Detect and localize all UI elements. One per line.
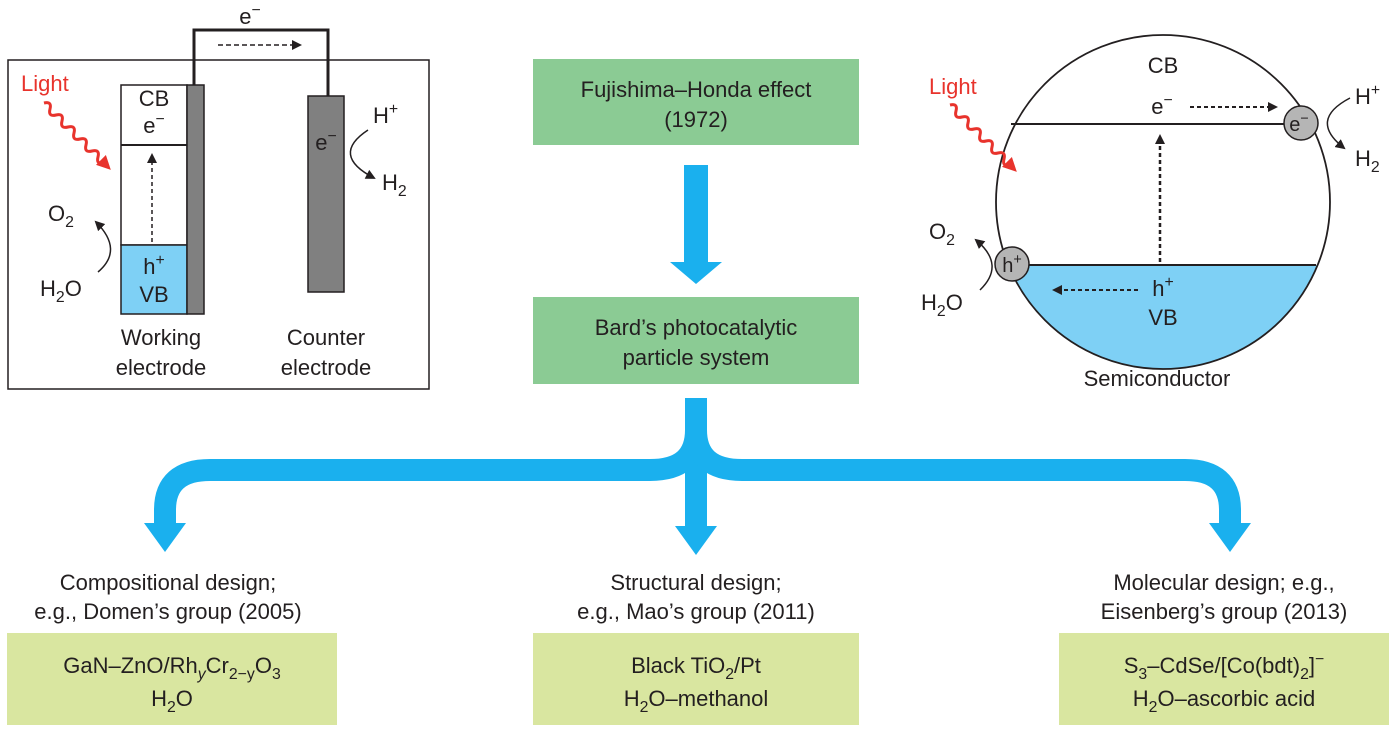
molecular-solvent: H2O–ascorbic acid — [1133, 686, 1315, 716]
left-panel-frame — [7, 59, 430, 390]
branch-right-head — [1209, 523, 1251, 552]
photoelectrochemical-cell: e− CB e− h+ VB Light O2 H2O e− H+ H2 Wor… — [7, 2, 430, 390]
left-h2-label: H2 — [382, 170, 407, 200]
right-hplus-label: H+ — [1355, 82, 1380, 109]
molecular-formula: S3–CdSe/[Co(bdt)2]− — [1124, 651, 1325, 683]
branch-left-head — [144, 523, 186, 552]
right-light-label: Light — [929, 74, 977, 99]
hole-cocatalyst — [994, 246, 1030, 282]
compositional-box — [7, 633, 337, 725]
external-wire — [192, 28, 330, 96]
cb-label: CB — [139, 86, 170, 111]
vb-hole-label: h+ — [143, 252, 165, 279]
fujishima-honda-line-1: Fujishima–Honda effect — [581, 77, 812, 102]
left-oxidation-arrow — [94, 220, 112, 273]
design-compositional: Compositional design; e.g., Domen’s grou… — [7, 570, 337, 725]
particle-vb-label: VB — [1148, 305, 1177, 330]
design-molecular: Molecular design; e.g., Eisenberg’s grou… — [1059, 570, 1389, 725]
design-structural: Structural design; e.g., Mao’s group (20… — [533, 570, 859, 725]
wire-electron-label: e− — [239, 2, 261, 29]
working-electrode-cb — [120, 84, 188, 246]
semiconductor-particle: CB e− h+ VB e− h+ H+ H2 O2 H2O Light Sem… — [921, 34, 1380, 391]
left-o2-label: O2 — [48, 201, 74, 231]
counter-electron-label: e− — [315, 128, 337, 155]
left-light-label: Light — [21, 71, 69, 96]
cb-electron-label: e− — [143, 111, 165, 138]
molecular-box — [1059, 633, 1389, 725]
compositional-subtitle: e.g., Domen’s group (2005) — [34, 599, 301, 624]
right-o2-label: O2 — [929, 219, 955, 249]
counter-electrode-label-1: Counter — [287, 325, 365, 350]
structural-formula: Black TiO2/Pt — [631, 653, 761, 683]
fujishima-honda-box — [533, 59, 859, 145]
right-h2o-label: H2O — [921, 290, 963, 320]
branch-center-head — [675, 526, 717, 555]
particle-vb-hole-label: h+ — [1152, 274, 1174, 301]
structural-solvent: H2O–methanol — [624, 686, 769, 716]
compositional-title: Compositional design; — [60, 570, 276, 595]
left-h2o-label: H2O — [40, 276, 82, 306]
electron-cocatalyst — [1283, 105, 1319, 141]
center-flow: Fujishima–Honda effect (1972) Bard’s pho… — [144, 59, 1251, 555]
working-electrode-label-1: Working — [121, 325, 201, 350]
counter-electrode-label-2: electrode — [281, 355, 372, 380]
left-light-wave — [43, 101, 111, 170]
working-electrode-contact — [186, 84, 205, 315]
branch-right — [685, 429, 1241, 525]
molecular-title: Molecular design; e.g., — [1113, 570, 1334, 595]
fujishima-honda-line-2: (1972) — [664, 107, 728, 132]
right-oxidation-arrow — [974, 238, 993, 291]
electron-cocatalyst-label: e− — [1289, 111, 1309, 136]
left-hplus-label: H+ — [373, 101, 398, 128]
down-arrow-1 — [670, 165, 722, 284]
right-h2-label: H2 — [1355, 146, 1380, 176]
particle-outline — [995, 34, 1331, 370]
compositional-solvent: H2O — [151, 686, 193, 716]
bard-line-1: Bard’s photocatalytic — [595, 315, 798, 340]
working-electrode-vb — [120, 244, 188, 315]
right-reduction-arrow — [1326, 97, 1351, 150]
particle-cb-electron-label: e− — [1151, 92, 1173, 119]
vb-label: VB — [139, 282, 168, 307]
structural-box — [533, 633, 859, 725]
counter-electrode — [307, 95, 345, 293]
right-light-wave — [949, 103, 1017, 172]
branch-arrows — [154, 398, 1241, 528]
compositional-formula: GaN–ZnO/RhyCr2−yO3 — [63, 653, 281, 683]
bard-line-2: particle system — [623, 345, 770, 370]
working-electrode-label-2: electrode — [116, 355, 207, 380]
bard-box — [533, 297, 859, 384]
hole-cocatalyst-label: h+ — [1002, 252, 1022, 277]
structural-subtitle: e.g., Mao’s group (2011) — [577, 599, 815, 624]
particle-cb-label: CB — [1148, 53, 1179, 78]
molecular-subtitle: Eisenberg’s group (2013) — [1101, 599, 1348, 624]
branch-left — [154, 398, 707, 525]
semiconductor-label: Semiconductor — [1084, 366, 1231, 391]
left-reduction-arrow — [349, 129, 376, 179]
structural-title: Structural design; — [610, 570, 781, 595]
